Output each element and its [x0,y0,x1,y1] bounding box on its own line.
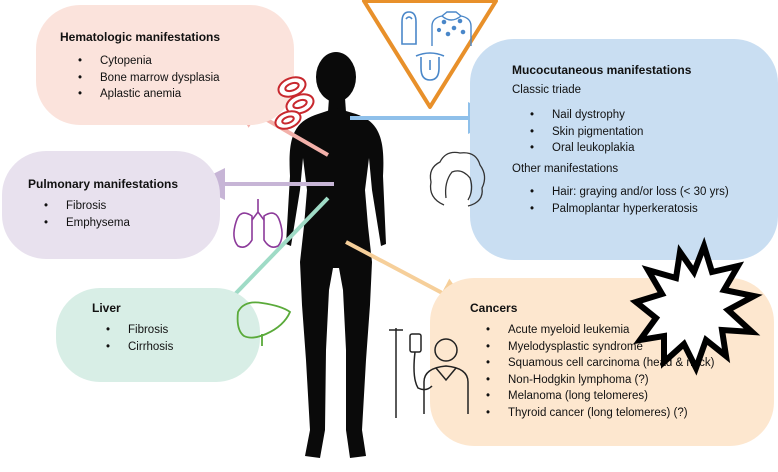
classic-triade-label: Classic triade [512,84,582,96]
list-item: Non-Hodgkin lymphoma (?) [482,372,714,389]
hand-icon [401,11,417,45]
classic-triade-list: Nail dystrophy Skin pigmentation Oral le… [526,107,643,157]
pulmonary-box: Pulmonary manifestations Fibrosis Emphys… [2,151,220,259]
cancers-title: Cancers [470,301,518,315]
list-item: Palmoplantar hyperkeratosis [526,201,729,218]
pulmonary-list: Fibrosis Emphysema [40,198,130,231]
cancers-box: Cancers Acute myeloid leukemia Myelodysp… [430,278,774,446]
liver-box: Liver Fibrosis Cirrhosis [56,288,260,382]
list-item: Acute myeloid leukemia [482,322,714,339]
list-item: Fibrosis [102,322,173,339]
hair-icon [429,151,486,207]
list-item: Cytopenia [74,53,220,70]
list-item: Emphysema [40,215,130,232]
list-item: Oral leukoplakia [526,140,643,157]
list-item: Aplastic anemia [74,86,220,103]
list-item: Fibrosis [40,198,130,215]
lungs-icon [233,199,283,248]
list-item: Cirrhosis [102,339,173,356]
other-manifestations-list: Hair: graying and/or loss (< 30 yrs) Pal… [526,184,729,217]
list-item: Bone marrow dysplasia [74,70,220,87]
list-item: Hair: graying and/or loss (< 30 yrs) [526,184,729,201]
hematologic-title: Hematologic manifestations [60,30,221,44]
explosion-icon [629,236,763,376]
red-blood-cells-icon [274,76,315,130]
liver-list: Fibrosis Cirrhosis [102,322,173,355]
list-item: Thyroid cancer (long telomeres) (?) [482,405,714,422]
list-item: Melanoma (long telomeres) [482,388,714,405]
list-item: Nail dystrophy [526,107,643,124]
liver-icon [236,301,292,346]
other-manifestations-label: Other manifestations [512,163,619,175]
hematologic-list: Cytopenia Bone marrow dysplasia Aplastic… [74,53,220,103]
mucocutaneous-box: Mucocutaneous manifestations Classic tri… [470,39,778,260]
skin-back-icon [431,11,472,46]
tongue-icon [415,52,445,81]
mucocutaneous-title: Mucocutaneous manifestations [512,63,692,77]
list-item: Skin pigmentation [526,124,643,141]
liver-title: Liver [92,301,121,315]
patient-iv-icon [389,328,469,418]
hematologic-box: Hematologic manifestations Cytopenia Bon… [36,5,294,125]
classic-triad-triangle [362,0,498,109]
human-silhouette [286,52,386,458]
list-item: Myelodysplastic syndrome [482,339,714,356]
pulmonary-title: Pulmonary manifestations [28,177,179,191]
